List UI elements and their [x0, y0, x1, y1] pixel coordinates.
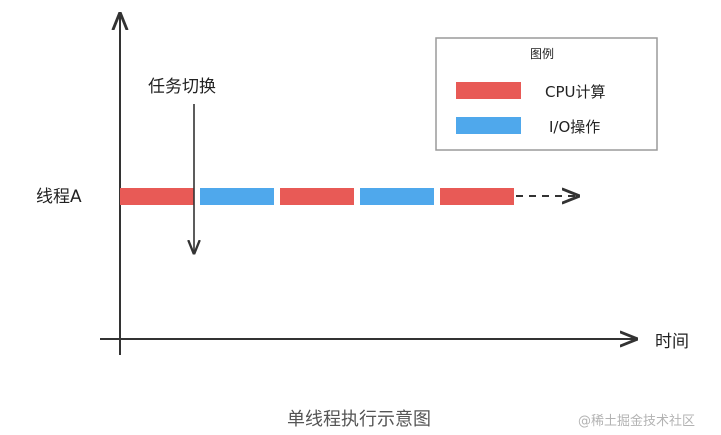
legend: 图例 CPU计算 I/O操作	[435, 37, 658, 151]
task-switch-label: 任务切换	[148, 77, 216, 97]
segment-cpu-3	[280, 188, 354, 205]
thread-label: 线程A	[36, 187, 82, 207]
watermark: @稀土掘金技术社区	[578, 413, 695, 429]
segment-cpu-5	[440, 188, 514, 205]
legend-swatch-cpu	[456, 82, 521, 99]
legend-label-cpu: CPU计算	[545, 83, 606, 101]
x-axis-label: 时间	[655, 332, 689, 352]
legend-title: 图例	[530, 47, 554, 61]
diagram-caption: 单线程执行示意图	[287, 409, 431, 430]
legend-swatch-io	[456, 117, 521, 134]
segment-cpu-1	[120, 188, 194, 205]
segment-io-2	[200, 188, 274, 205]
timeline-segments	[120, 188, 514, 205]
legend-label-io: I/O操作	[549, 118, 600, 136]
segment-io-4	[360, 188, 434, 205]
